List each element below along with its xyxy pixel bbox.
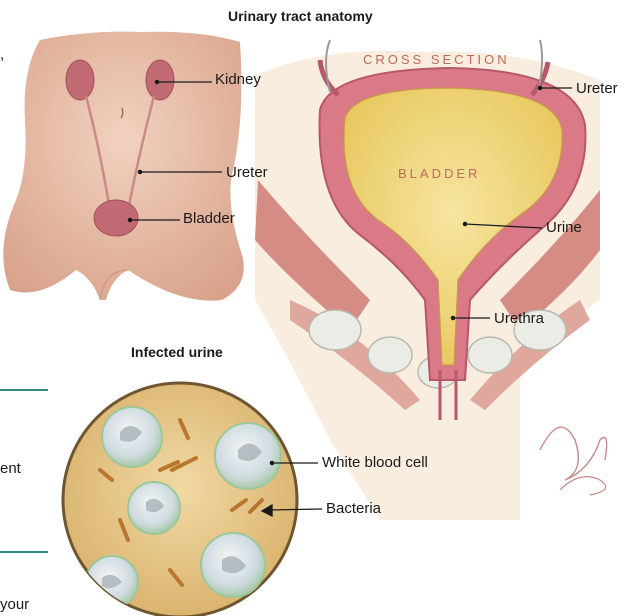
label-white-blood-cell: White blood cell — [322, 454, 428, 471]
label-bacteria: Bacteria — [326, 500, 381, 517]
microscope-view — [63, 383, 297, 616]
label-ureter-body: Ureter — [226, 164, 268, 181]
label-urine: Urine — [546, 219, 582, 236]
cross-section-bladder-label: BLADDER — [398, 166, 480, 181]
label-urethra: Urethra — [494, 310, 544, 327]
cross-section-heading: CROSS SECTION — [363, 52, 510, 67]
torso-illustration — [3, 32, 244, 301]
cross-section-panel — [255, 40, 607, 520]
label-ureter-cross: Ureter — [576, 80, 618, 97]
label-bladder-body: Bladder — [183, 210, 235, 227]
label-kidney: Kidney — [215, 71, 261, 88]
